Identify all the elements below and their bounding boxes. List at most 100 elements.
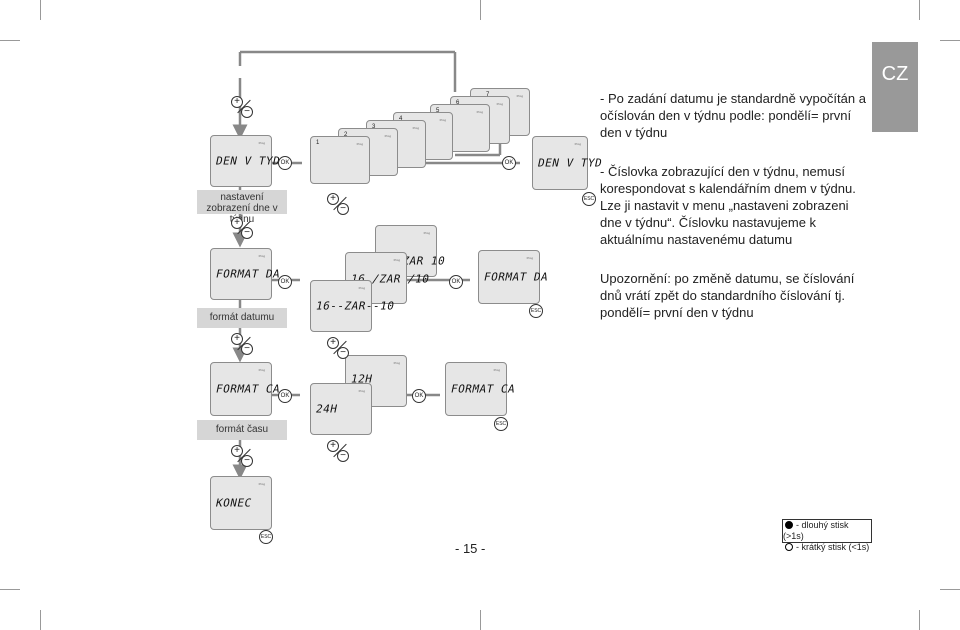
ok-button[interactable]: OK	[502, 156, 516, 170]
lcd-text: 16--ZAR--10	[314, 299, 396, 313]
day-number: 4	[399, 116, 403, 122]
legend-short: - krátký stisk (<1s)	[783, 542, 871, 553]
minus-icon: −	[241, 227, 253, 239]
lcd-format-ca: Prog FORMAT CA	[210, 362, 281, 416]
prog-indicator: Prog	[393, 258, 400, 262]
text-paragraph-3: Upozornění: po změně datumu, se číslován…	[600, 271, 855, 320]
lcd-text: FORMAT CA	[214, 382, 282, 396]
plus-minus-button[interactable]: + −	[231, 96, 255, 120]
lcd-24h: Prog 24H	[310, 383, 372, 435]
plus-icon: +	[231, 445, 243, 457]
prog-indicator: Prog	[493, 368, 500, 372]
legend-long-label: - dlouhý stisk (>1s)	[783, 520, 849, 541]
plus-icon: +	[231, 96, 243, 108]
lcd-format-da-result: Prog FORMAT DA	[478, 250, 549, 304]
minus-icon: −	[337, 450, 349, 462]
esc-button[interactable]: ESC	[582, 192, 596, 206]
crop-mark	[919, 0, 920, 20]
minus-icon: −	[241, 455, 253, 467]
row-label-format-da: formát datumu	[197, 308, 287, 328]
row-label-den-v-tyd: nastavení zobrazení dne v týdnu	[197, 190, 287, 225]
lcd-text: 24H	[314, 402, 339, 416]
lcd-format-ca-result: Prog FORMAT CA	[445, 362, 516, 416]
crop-mark	[40, 0, 41, 20]
day-number: 6	[456, 100, 460, 106]
prog-indicator: Prog	[412, 126, 419, 130]
page-number: - 15 -	[455, 541, 486, 556]
legend: - dlouhý stisk (>1s) - krátký stisk (<1s…	[782, 519, 872, 552]
lcd-text: FORMAT CA	[449, 382, 517, 396]
empty-circle-icon	[785, 543, 793, 551]
prog-indicator: Prog	[393, 361, 400, 365]
legend-long: - dlouhý stisk (>1s)	[783, 520, 871, 542]
ok-button[interactable]: OK	[449, 275, 463, 289]
minus-icon: −	[241, 106, 253, 118]
plus-icon: +	[327, 440, 339, 452]
lcd-den-v-tyd: Prog DEN V TYD	[210, 135, 281, 187]
plus-minus-button[interactable]: + −	[327, 337, 351, 361]
prog-indicator: Prog	[439, 118, 446, 122]
plus-minus-button[interactable]: + −	[231, 333, 255, 357]
day-number: 2	[344, 132, 348, 138]
lcd-text: DEN V TYD	[214, 154, 282, 168]
filled-circle-icon	[785, 521, 793, 529]
prog-indicator: Prog	[496, 102, 503, 106]
day-number: 5	[436, 108, 440, 114]
prog-indicator: Prog	[258, 368, 265, 372]
lcd-text: FORMAT DA	[482, 270, 550, 284]
crop-mark	[940, 589, 960, 590]
plus-minus-button[interactable]: + −	[327, 193, 351, 217]
prog-indicator: Prog	[574, 142, 581, 146]
lcd-konec: Prog KONEC	[210, 476, 272, 530]
prog-indicator: Prog	[258, 141, 265, 145]
crop-mark	[480, 0, 481, 20]
plus-icon: +	[327, 193, 339, 205]
prog-indicator: Prog	[384, 134, 391, 138]
plus-icon: +	[327, 337, 339, 349]
prog-indicator: Prog	[526, 256, 533, 260]
esc-button[interactable]: ESC	[259, 530, 273, 544]
minus-icon: −	[337, 347, 349, 359]
lcd-text: KONEC	[214, 496, 254, 510]
prog-indicator: Prog	[358, 389, 365, 393]
crop-mark	[0, 40, 20, 41]
esc-button[interactable]: ESC	[529, 304, 543, 318]
ok-button[interactable]: OK	[278, 275, 292, 289]
day-number: 1	[316, 140, 320, 146]
lcd-den-v-tyd-result: Prog DEN V TYD	[532, 136, 603, 190]
text-paragraph-1: - Po zadání datumu je standardně vypočít…	[600, 91, 866, 140]
plus-minus-button[interactable]: + −	[231, 217, 255, 241]
prog-indicator: Prog	[516, 94, 523, 98]
plus-minus-button[interactable]: + −	[327, 440, 351, 464]
prog-indicator: Prog	[258, 482, 265, 486]
day-number: 7	[486, 92, 490, 98]
prog-indicator: Prog	[476, 110, 483, 114]
crop-mark	[940, 40, 960, 41]
lcd-date-c: Prog 16--ZAR--10	[310, 280, 396, 332]
crop-mark	[40, 610, 41, 630]
crop-mark	[0, 589, 20, 590]
text-paragraph-2: - Číslovka zobrazující den v týdnu, nemu…	[600, 164, 856, 247]
crop-mark	[480, 610, 481, 630]
plus-icon: +	[231, 217, 243, 229]
plus-minus-button[interactable]: + −	[231, 445, 255, 469]
prog-indicator: Prog	[258, 254, 265, 258]
prog-indicator: Prog	[356, 142, 363, 146]
lcd-text: DEN V TYD	[536, 156, 604, 170]
prog-indicator: Prog	[358, 286, 365, 290]
row-label-format-ca: formát času	[197, 420, 287, 440]
day-number: 3	[372, 124, 376, 130]
lcd-format-da: Prog FORMAT DA	[210, 248, 281, 300]
prog-indicator: Prog	[423, 231, 430, 235]
language-tab: CZ	[872, 42, 918, 132]
minus-icon: −	[337, 203, 349, 215]
ok-button[interactable]: OK	[278, 156, 292, 170]
crop-mark	[919, 610, 920, 630]
lcd-text: FORMAT DA	[214, 267, 282, 281]
ok-button[interactable]: OK	[412, 389, 426, 403]
esc-button[interactable]: ESC	[494, 417, 508, 431]
ok-button[interactable]: OK	[278, 389, 292, 403]
legend-short-label: - krátký stisk (<1s)	[796, 542, 870, 552]
plus-icon: +	[231, 333, 243, 345]
lcd-day-1: Prog 1	[310, 136, 370, 184]
